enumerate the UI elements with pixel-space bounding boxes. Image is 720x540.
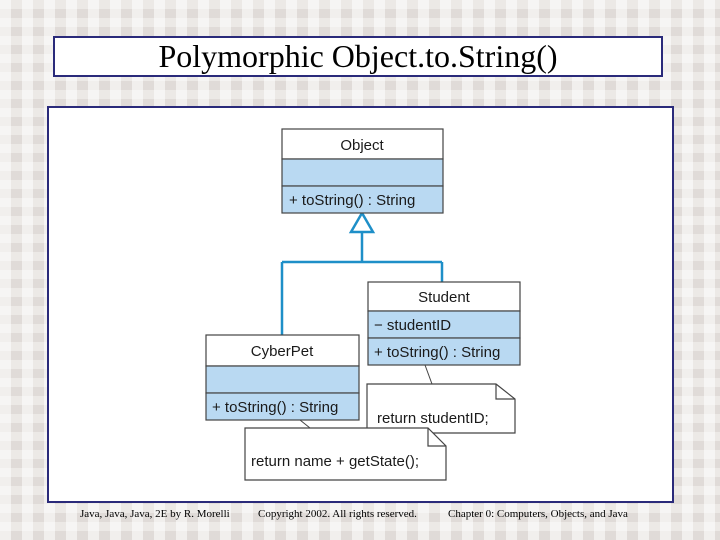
slide-footer: Java, Java, Java, 2E by R. Morelli Copyr… <box>0 508 720 524</box>
cyberpet-class-attributes <box>205 365 360 394</box>
footer-center: Copyright 2002. All rights reserved. <box>258 508 417 520</box>
footer-right: Chapter 0: Computers, Objects, and Java <box>448 508 628 520</box>
student-note-shape <box>366 383 516 434</box>
object-class-name: Object <box>340 137 384 154</box>
object-class-operations <box>281 185 444 214</box>
student-note-anchor <box>424 364 433 385</box>
student-class-name: Student <box>418 289 471 306</box>
student-class-operations <box>367 337 521 366</box>
slide-title-box: Polymorphic Object.to.String() <box>53 36 663 77</box>
cyberpet-note-shape <box>244 427 447 481</box>
cyberpet-note: return name + getState(); <box>244 427 447 481</box>
footer-left: Java, Java, Java, 2E by R. Morelli <box>80 508 230 520</box>
cyberpet-class: CyberPet + toString() : String <box>205 334 360 421</box>
note-anchors <box>299 364 433 429</box>
cyberpet-class-operations <box>205 392 360 421</box>
object-class-operation: + toString() : String <box>289 192 415 209</box>
object-class: Object + toString() : String <box>281 128 444 214</box>
cyberpet-class-header <box>205 334 360 367</box>
inheritance-arrowhead <box>348 210 376 234</box>
object-class-header <box>281 128 444 160</box>
student-note-fold <box>495 384 515 400</box>
cyberpet-note-text: return name + getState(); <box>251 453 419 470</box>
cyberpet-class-operation: + toString() : String <box>212 399 338 416</box>
cyberpet-note-anchor <box>299 419 311 429</box>
cyberpet-class-name: CyberPet <box>251 343 314 360</box>
student-class: Student − studentID + toString() : Strin… <box>367 281 521 366</box>
student-note-text: return studentID; <box>377 410 489 427</box>
object-class-attributes <box>281 158 444 187</box>
inheritance-connectors <box>280 232 444 335</box>
cyberpet-note-fold <box>427 428 446 447</box>
slide-title: Polymorphic Object.to.String() <box>158 38 558 74</box>
student-note: return studentID; <box>366 383 516 434</box>
student-class-attribute: − studentID <box>374 317 451 334</box>
student-class-operation: + toString() : String <box>374 344 500 361</box>
student-class-header <box>367 281 521 312</box>
student-class-attributes <box>367 310 521 339</box>
